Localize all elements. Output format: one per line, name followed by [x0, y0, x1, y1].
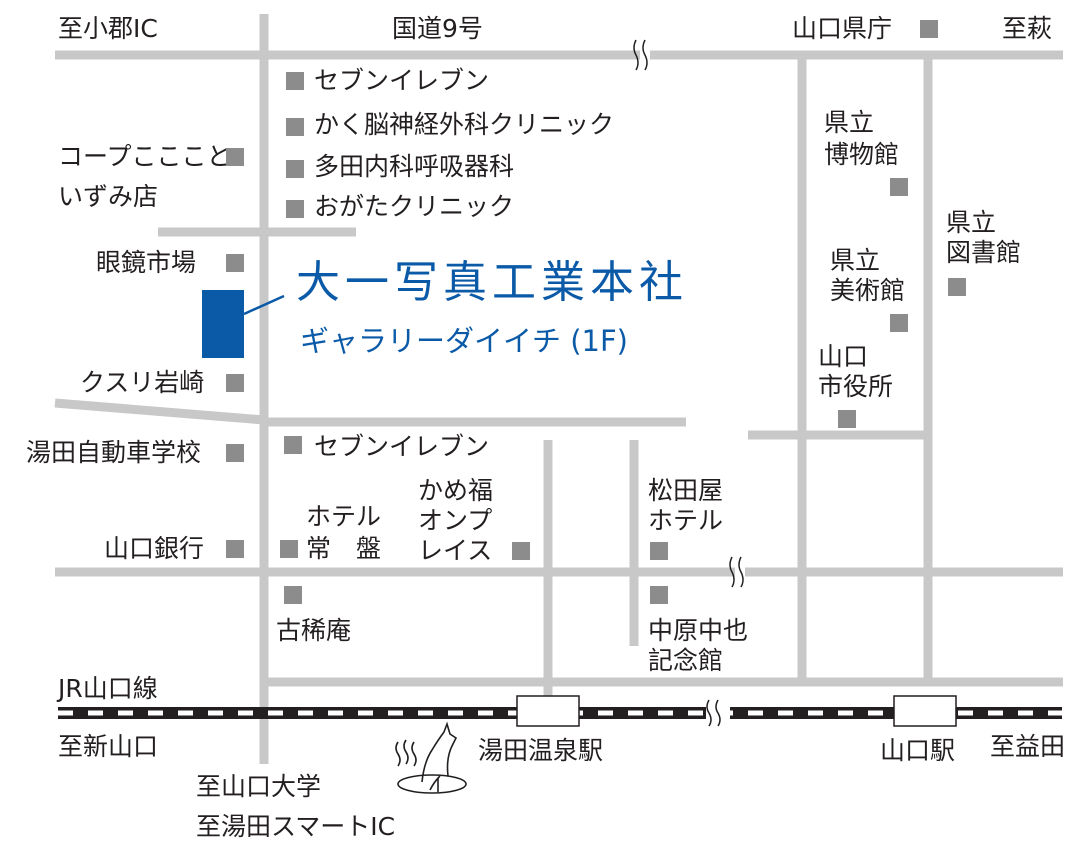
station-yuda-onsen-label: 湯田温泉駅 — [478, 736, 604, 765]
coop-label-line2: いずみ店 — [58, 182, 159, 211]
direction-ogori-ic: 至小郡IC — [58, 14, 158, 43]
yuda-onsen-station-marker — [516, 695, 580, 727]
matsudaya-label-line1: 松田屋 — [648, 476, 724, 505]
national-route-label: 国道9号 — [392, 14, 483, 43]
kamefuku-marker — [512, 542, 530, 560]
seven-eleven-south-marker — [284, 436, 302, 454]
megane-ichiba-marker — [226, 254, 244, 272]
matsudaya-marker — [650, 542, 668, 560]
headquarters-subtitle: ギャラリーダイイチ (1F) — [300, 324, 628, 358]
direction-yuda-smart-ic: 至湯田スマートIC — [196, 812, 396, 841]
kokian-label: 古稀庵 — [276, 616, 352, 645]
prefectural-library-label-line2: 図書館 — [946, 238, 1022, 267]
city-hall-marker — [838, 410, 856, 428]
direction-hagi: 至萩 — [1002, 14, 1053, 43]
art-museum-marker — [890, 314, 908, 332]
nakahara-museum-marker — [650, 586, 668, 604]
direction-shin-yamaguchi: 至新山口 — [58, 732, 159, 761]
tada-clinic-marker — [286, 160, 304, 178]
hotel-tokiwa-marker — [280, 540, 298, 558]
prefectural-museum-label-line2: 博物館 — [824, 140, 900, 169]
kokian-marker — [284, 586, 302, 604]
yuda-driving-school-label: 湯田自動車学校 — [26, 438, 202, 467]
coop-label-line1: コープこここと — [58, 142, 232, 171]
prefectural-library-label-line1: 県立 — [946, 208, 997, 237]
prefectural-office-marker — [920, 20, 938, 38]
kaku-clinic-marker — [286, 118, 304, 136]
nakahara-museum-label-line1: 中原中也 — [648, 616, 749, 645]
kusuri-iwasaki-marker — [226, 374, 244, 392]
prefectural-museum-label-line1: 県立 — [824, 108, 875, 137]
hot-spring-fox-icon — [395, 721, 467, 794]
road-break-mark-south — [729, 556, 744, 588]
nakahara-museum-label-line2: 記念館 — [648, 646, 724, 675]
prefectural-museum-marker — [890, 178, 908, 196]
headquarters-marker — [202, 290, 244, 358]
coop-marker — [226, 148, 244, 166]
megane-ichiba-label: 眼鏡市場 — [96, 248, 197, 277]
seven-eleven-north-label: セブンイレブン — [314, 66, 490, 95]
prefectural-library-marker — [948, 278, 966, 296]
yamaguchi-bank-marker — [226, 540, 244, 558]
headquarters-pointer — [243, 294, 285, 316]
tada-clinic-label: 多田内科呼吸器科 — [314, 152, 515, 181]
kamefuku-label-line1: かめ福 — [418, 476, 494, 505]
hotel-tokiwa-label-line2: 常 盤 — [306, 534, 382, 563]
matsudaya-label-line2: ホテル — [648, 506, 724, 535]
art-museum-label-line1: 県立 — [830, 246, 881, 275]
ogata-clinic-marker — [286, 200, 304, 218]
prefectural-office-label: 山口県庁 — [792, 14, 893, 43]
art-museum-label-line2: 美術館 — [830, 276, 906, 305]
kamefuku-label-line3: レイス — [418, 536, 493, 565]
seven-eleven-north-marker — [286, 72, 304, 90]
direction-masuda: 至益田 — [990, 732, 1066, 761]
headquarters-title: 大一写真工業本社 — [296, 257, 688, 308]
road-break-mark-north — [633, 39, 648, 71]
railway-line-label: JR山口線 — [58, 674, 158, 703]
yuda-driving-school-marker — [226, 444, 244, 462]
city-hall-label-line1: 山口 — [818, 342, 869, 371]
kamefuku-label-line2: オンプ — [418, 506, 493, 535]
hotel-tokiwa-label-line1: ホテル — [306, 502, 382, 531]
city-hall-label-line2: 市役所 — [818, 372, 894, 401]
kaku-clinic-label: かく脳神経外科クリニック — [314, 110, 615, 139]
road-diagonal — [54, 398, 265, 425]
ogata-clinic-label: おがたクリニック — [314, 192, 515, 221]
station-yamaguchi-label: 山口駅 — [880, 736, 956, 765]
kusuri-iwasaki-label: クスリ岩崎 — [80, 368, 205, 397]
direction-yamaguchi-university: 至山口大学 — [196, 772, 322, 801]
yamaguchi-bank-label: 山口銀行 — [104, 534, 205, 563]
seven-eleven-south-label: セブンイレブン — [314, 432, 490, 461]
yamaguchi-station-marker — [893, 695, 957, 727]
